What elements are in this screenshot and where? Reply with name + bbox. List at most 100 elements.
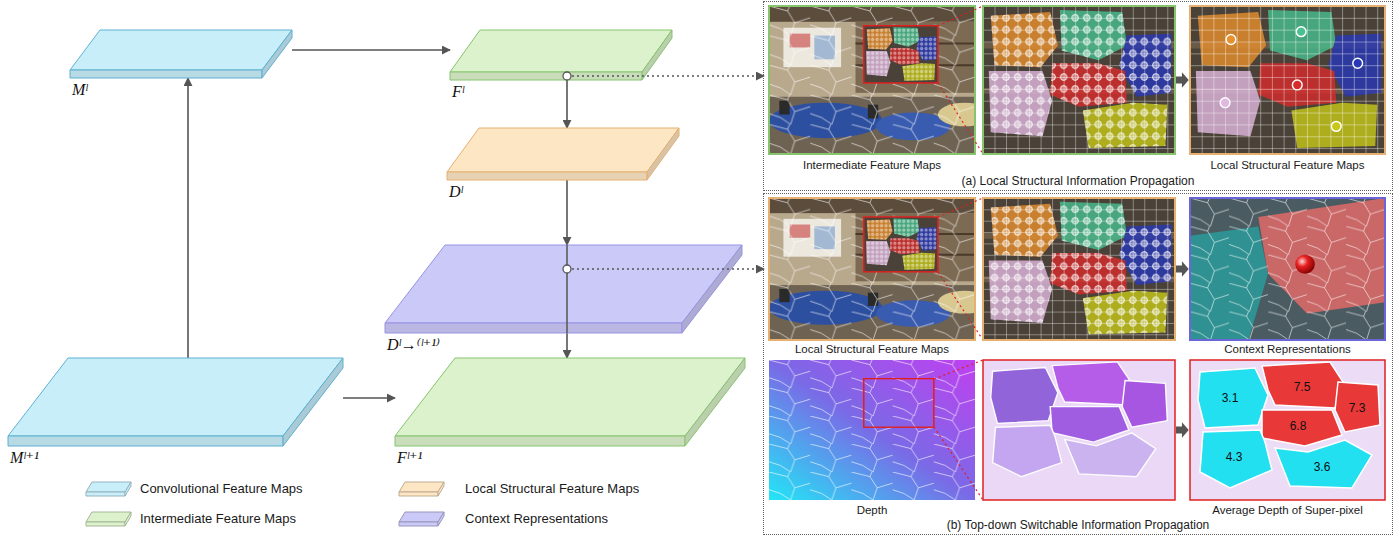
illustration-part [934, 360, 983, 500]
slab-label: Mˡ [72, 81, 88, 99]
illustration-part [1262, 362, 1345, 408]
flow-arrow [566, 333, 568, 358]
slab-face [283, 358, 343, 446]
illustration-part [1190, 198, 1385, 340]
slab-label: Dˡ [449, 183, 463, 201]
slab-face [647, 128, 679, 180]
feature-map-slab: Fˡ⁺¹ [395, 358, 745, 446]
depth-value: 7.3 [1349, 401, 1366, 415]
depth-value: 7.5 [1294, 380, 1311, 394]
sample-point [563, 72, 571, 80]
panel-caption: (a) Local Structural Information Propaga… [962, 174, 1195, 188]
slab-face [450, 30, 672, 72]
flow-arrow [343, 397, 395, 399]
image-caption: Average Depth of Super-pixel [1212, 503, 1363, 517]
panel-b-images [769, 198, 1385, 500]
illustration-part [1176, 422, 1189, 437]
illustration-part [769, 198, 975, 340]
illustration-part [1190, 360, 1385, 500]
legend-swatch [86, 512, 131, 526]
legend-label: Local Structural Feature Maps [465, 481, 639, 497]
dotted-leader [572, 268, 742, 269]
image-tile: Context Representations [1190, 198, 1385, 356]
slab-face [8, 436, 283, 446]
legend-swatch [399, 482, 444, 496]
flow-arrow [566, 180, 568, 245]
illustration-part [1176, 72, 1189, 87]
image-caption: Context Representations [1224, 342, 1351, 356]
illustration-panel: (a) Local Structural Information Propaga… [764, 2, 1392, 190]
illustration-part [938, 198, 983, 340]
slab-label: Fˡ [452, 83, 464, 101]
image-tile: Intermediate Feature Maps [769, 6, 975, 172]
feature-map-slab: Fˡ [450, 30, 672, 80]
illustration-part [1176, 261, 1189, 276]
image-caption: Depth [857, 503, 888, 517]
slab-shape [450, 30, 672, 80]
illustration-part [983, 360, 1175, 500]
feature-map-slab: Dˡ→⁽ˡ⁺¹⁾ [385, 245, 742, 333]
feature-map-slab: Dˡ [447, 128, 679, 180]
image-caption: Local Structural Feature Maps [1210, 158, 1364, 172]
illustration-part [938, 6, 983, 154]
image-tile: Local Structural Feature Maps [1190, 6, 1385, 172]
slab-shape [395, 358, 745, 446]
panel-caption: (b) Top-down Switchable Information Prop… [947, 518, 1210, 532]
feature-map-slab: Mˡ [70, 30, 292, 78]
image-tile: Depth [769, 360, 975, 517]
slab-face [682, 245, 742, 333]
slab-label: Mˡ⁺¹ [10, 449, 39, 467]
illustration-part [1200, 430, 1272, 488]
depth-value: 3.6 [1314, 460, 1331, 474]
slab-face [395, 436, 685, 446]
illustration-part [769, 360, 975, 500]
illustration-part [983, 360, 1175, 500]
feature-map-slab: Mˡ⁺¹ [8, 358, 343, 446]
dotted-arrow [742, 268, 764, 269]
depth-value: 3.1 [1222, 391, 1239, 405]
illustration-part [1190, 360, 1385, 500]
legend-label: Context Representations [465, 511, 608, 527]
depth-value: 4.3 [1226, 450, 1243, 464]
legend-swatch-frame [398, 511, 446, 528]
depth-value: 6.8 [1290, 419, 1307, 433]
illustration-part [769, 6, 991, 154]
illustration-panel: (b) Top-down Switchable Information Prop… [764, 194, 1392, 534]
flow-arrow [566, 80, 568, 128]
legend-swatch [399, 512, 444, 526]
slab-face [70, 70, 262, 78]
image-tile: Average Depth of Super-pixel [1190, 360, 1385, 517]
legend-label: Convolutional Feature Maps [140, 481, 303, 497]
legend-swatch-frame [398, 481, 446, 498]
illustration-part [1335, 382, 1380, 432]
slab-face [685, 358, 745, 446]
flow-stem [566, 245, 568, 333]
illustration-part [769, 6, 975, 154]
illustration-part [983, 6, 1175, 154]
illustration-part [769, 198, 991, 340]
illustration-part [1275, 440, 1372, 488]
illustration-part [1198, 362, 1380, 488]
slab-face [447, 172, 647, 180]
slab-face [395, 358, 745, 436]
slab-face [642, 30, 672, 80]
legend-swatch-frame [85, 481, 133, 498]
illustration-part [983, 6, 1175, 154]
legend-swatch-frame [85, 511, 133, 528]
slab-shape [385, 245, 742, 333]
flow-arrow [187, 78, 189, 358]
slab-face [385, 245, 742, 323]
legend-label: Intermediate Feature Maps [140, 511, 296, 527]
illustration-part [983, 198, 1175, 340]
slab-face [385, 323, 682, 333]
illustration-part [1262, 410, 1342, 446]
slab-shape [70, 30, 292, 78]
slab-face [447, 128, 679, 172]
illustration-part [1190, 6, 1385, 154]
illustration-part [1198, 368, 1268, 428]
slab-shape [8, 358, 343, 446]
sample-point [563, 265, 571, 273]
image-caption: Local Structural Feature Maps [795, 342, 949, 356]
dotted-leader [572, 75, 672, 76]
